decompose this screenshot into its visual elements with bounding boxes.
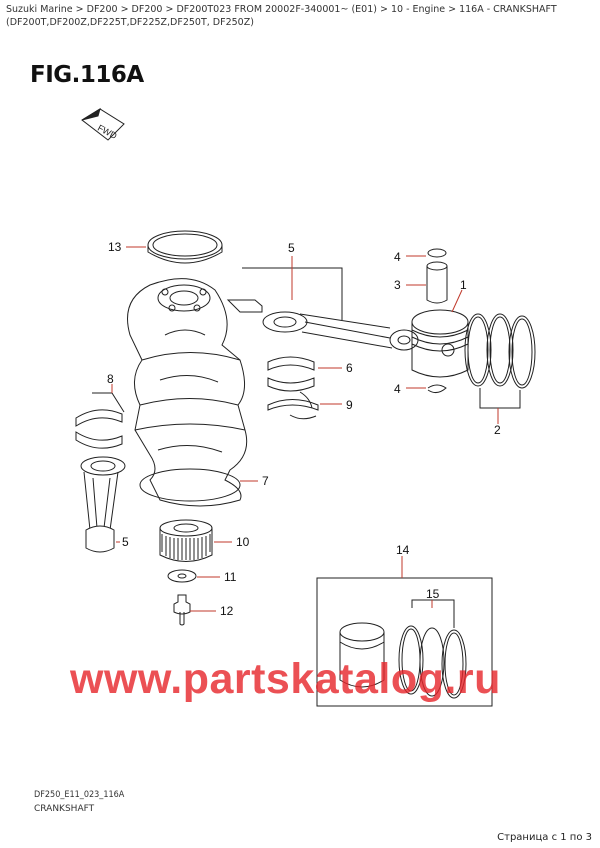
piston: [411, 309, 469, 378]
callout-4a: 4: [394, 250, 401, 264]
callout-4b: 4: [394, 382, 401, 396]
callout-6: 6: [346, 361, 353, 375]
piston-kit-box: [316, 577, 493, 707]
drawing-code: DF250_E11_023_116A: [34, 790, 125, 800]
piston-pin: [426, 261, 448, 304]
washer: [167, 569, 197, 583]
callout-2: 2: [494, 423, 501, 437]
callout-5a: 5: [288, 241, 295, 255]
seal-ring: [147, 230, 223, 264]
thrust-washer: [267, 391, 319, 420]
fwd-arrow-icon: FWD: [81, 107, 125, 141]
callout-7: 7: [262, 474, 269, 488]
connecting-rod-left: [80, 456, 126, 553]
figure-title: FIG.116A: [30, 62, 144, 88]
crank-bolt: [173, 594, 191, 626]
callout-13: 13: [108, 240, 122, 254]
main-bearing: [75, 392, 125, 449]
breadcrumb: Suzuki Marine > DF200 > DF200 > DF200T02…: [6, 4, 557, 28]
connecting-rod-right: [226, 267, 419, 351]
circlip-bottom: [427, 384, 447, 394]
crankshaft: [127, 278, 248, 507]
circlip-top: [427, 248, 447, 258]
callout-11: 11: [224, 570, 237, 584]
piston-rings: [464, 313, 536, 409]
callout-12: 12: [220, 604, 234, 618]
watermark: www.partskatalog.ru: [70, 655, 501, 703]
callout-10: 10: [236, 535, 250, 549]
callout-14: 14: [396, 543, 410, 557]
callout-3: 3: [394, 278, 401, 292]
callout-8: 8: [107, 372, 114, 386]
conrod-bearing: [267, 356, 315, 392]
callout-9: 9: [346, 398, 353, 412]
crank-gear: [159, 519, 213, 562]
pagination: Страница с 1 по 3: [497, 832, 592, 843]
callout-15: 15: [426, 587, 440, 601]
drawing-name: CRANKSHAFT: [34, 804, 95, 814]
callout-5b: 5: [122, 535, 129, 549]
callout-1: 1: [460, 278, 467, 292]
